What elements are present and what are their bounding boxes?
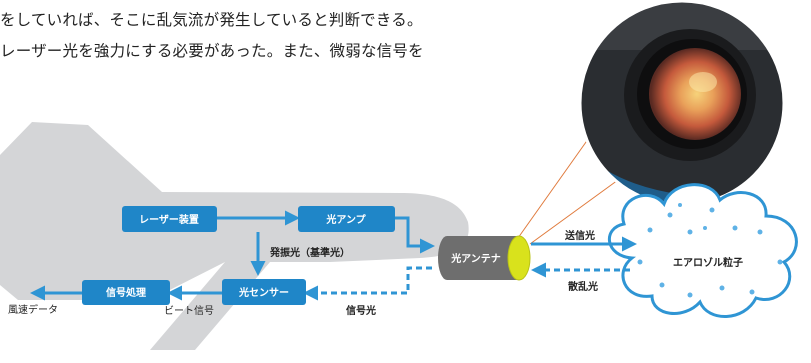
aerosol-cloud [607,183,798,318]
optical-sensor-box: 光センサー [222,279,306,305]
aerosol-dots [637,203,783,298]
laser-device-label: レーザー装置 [139,213,199,226]
aerosol-label: エアロゾル粒子 [673,256,743,269]
text-line-2: レーザー光を強力にする必要があった。また、微弱な信号を [0,42,424,60]
signal-light-label: 信号光 [346,304,376,317]
scattered-light-label: 散乱光 [568,280,598,293]
optical-sensor-label: 光センサー [238,286,289,299]
beam-lines [517,134,619,245]
optical-amp-box: 光アンプ [298,206,395,232]
laser-device-box: レーザー装置 [122,206,217,232]
transmit-light-label: 送信光 [564,229,595,242]
dashed-arrows [303,262,630,301]
optical-antenna-label: 光アンテナ [450,252,501,265]
airplane-silhouette [0,122,469,350]
beat-signal-label: ビート信号 [164,305,214,317]
signal-processing-box: 信号処理 [82,280,170,305]
optical-amp-label: 光アンプ [325,213,366,226]
wind-data-label: 風速データ [8,303,58,316]
oscillation-light-label: 発振光（基準光） [269,246,350,259]
flow-arrows [30,210,637,301]
signal-processing-label: 信号処理 [106,286,146,299]
optical-antenna: 光アンテナ [438,235,531,281]
text-line-1: をしていれば、そこに乱気流が発生していると判断できる。 [0,11,423,29]
